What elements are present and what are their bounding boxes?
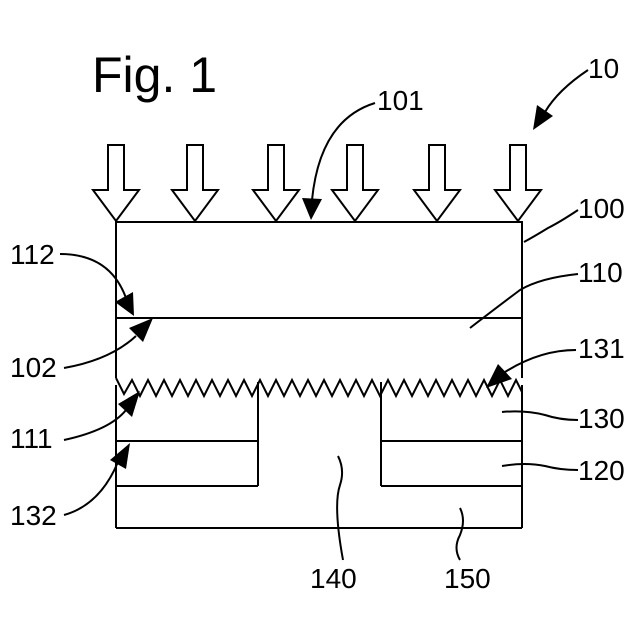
arrowhead-132-icon [110, 443, 130, 469]
arrowhead-111-icon [118, 391, 140, 417]
leader-150 [457, 508, 464, 560]
reference-numerals: 10 101 100 112 110 131 102 130 111 120 1… [10, 53, 625, 594]
label-120: 120 [578, 455, 625, 486]
label-111: 111 [10, 423, 53, 454]
label-131: 131 [578, 333, 625, 364]
label-102: 102 [10, 352, 57, 383]
label-112: 112 [10, 239, 55, 270]
leader-131 [505, 350, 576, 372]
light-arrow-4-icon [332, 145, 378, 221]
label-101: 101 [377, 85, 424, 116]
label-100: 100 [578, 193, 625, 224]
leader-132 [64, 462, 118, 515]
label-132: 132 [10, 500, 57, 531]
leader-110 [470, 274, 578, 328]
label-110: 110 [578, 257, 623, 288]
arrowhead-131-icon [486, 364, 512, 388]
arrowhead-101-icon [302, 198, 322, 220]
label-140: 140 [310, 563, 357, 594]
layer-stack [116, 222, 522, 528]
leader-102 [64, 336, 136, 368]
light-arrow-3-icon [253, 145, 299, 221]
light-arrow-2-icon [172, 145, 218, 221]
light-arrow-5-icon [414, 145, 460, 221]
leader-140 [337, 456, 343, 560]
layer-100 [116, 222, 522, 318]
label-150: 150 [444, 563, 491, 594]
label-10: 10 [588, 53, 619, 84]
incident-light-arrows [93, 145, 541, 221]
leader-100 [524, 210, 578, 242]
label-130: 130 [578, 403, 625, 434]
leader-10 [545, 70, 588, 112]
leader-101 [312, 103, 375, 200]
leader-120 [502, 464, 578, 470]
light-arrow-1-icon [93, 145, 139, 221]
leader-130 [502, 411, 578, 420]
arrowhead-10-icon [533, 105, 553, 130]
textured-interface [116, 378, 522, 396]
figure-title: Fig. 1 [92, 47, 217, 103]
light-arrow-6-icon [495, 145, 541, 221]
